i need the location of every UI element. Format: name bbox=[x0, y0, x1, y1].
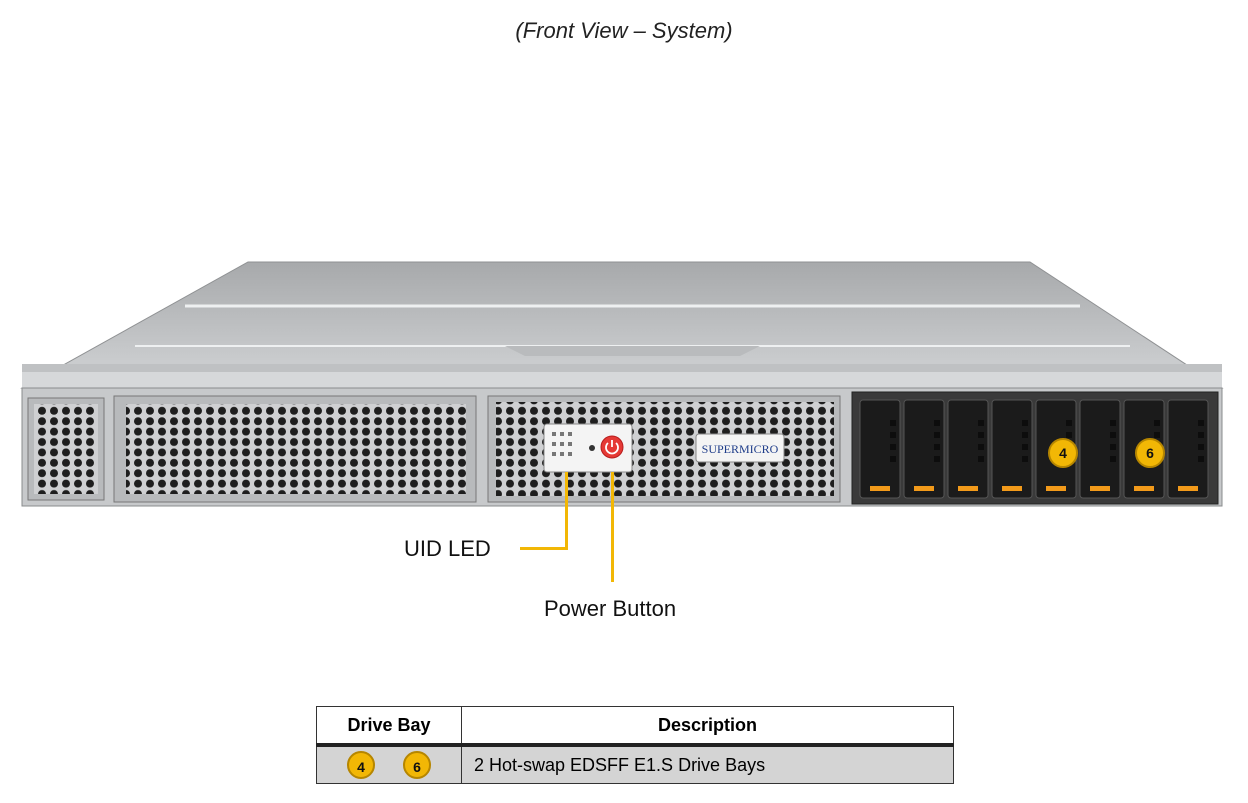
brand-logo-text: SUPERMICRO bbox=[702, 442, 779, 456]
bay-badge-4: 4 bbox=[347, 751, 375, 779]
uid-led-callout: UID LED bbox=[404, 536, 491, 561]
uid-led-leader-vertical bbox=[565, 472, 568, 550]
left-vent-grille bbox=[34, 404, 98, 494]
drive-bay-marker-4-label: 4 bbox=[1059, 445, 1067, 461]
drive-activity-led bbox=[914, 486, 934, 491]
figure-caption: (Front View – System) bbox=[515, 18, 733, 43]
drive-activity-led bbox=[1090, 486, 1110, 491]
drive-bay-6 bbox=[1079, 399, 1121, 499]
uid-led-leader-horizontal bbox=[520, 547, 568, 550]
main-vent-grille bbox=[126, 404, 466, 494]
drive-activity-led bbox=[870, 486, 890, 491]
drive-bay-3 bbox=[947, 399, 989, 499]
uid-led-indicator bbox=[589, 445, 595, 451]
power-button-callout: Power Button bbox=[544, 596, 677, 621]
header-description: Description bbox=[461, 706, 954, 747]
drive-activity-led bbox=[958, 486, 978, 491]
drive-bay-1 bbox=[859, 399, 901, 499]
server-chassis-illustration: SUPERMICRO 4 6 bbox=[20, 261, 1224, 507]
drive-bay-marker-6-label: 6 bbox=[1146, 445, 1154, 461]
drive-activity-led bbox=[1002, 486, 1022, 491]
drive-bay-4 bbox=[991, 399, 1033, 499]
header-drive-bay: Drive Bay bbox=[316, 706, 462, 747]
drive-activity-led bbox=[1178, 486, 1198, 491]
brand-badge bbox=[695, 433, 785, 463]
drive-activity-led bbox=[1134, 486, 1154, 491]
drive-bay-2 bbox=[903, 399, 945, 499]
bay-badge-6: 6 bbox=[403, 751, 431, 779]
power-button-leader bbox=[611, 472, 614, 582]
description-cell: 2 Hot-swap EDSFF E1.S Drive Bays bbox=[461, 744, 954, 784]
drive-activity-led bbox=[1046, 486, 1066, 491]
drive-bay-marker-4: 4 bbox=[1048, 438, 1078, 468]
drive-bay-marker-6: 6 bbox=[1135, 438, 1165, 468]
drive-bay-8 bbox=[1167, 399, 1209, 499]
